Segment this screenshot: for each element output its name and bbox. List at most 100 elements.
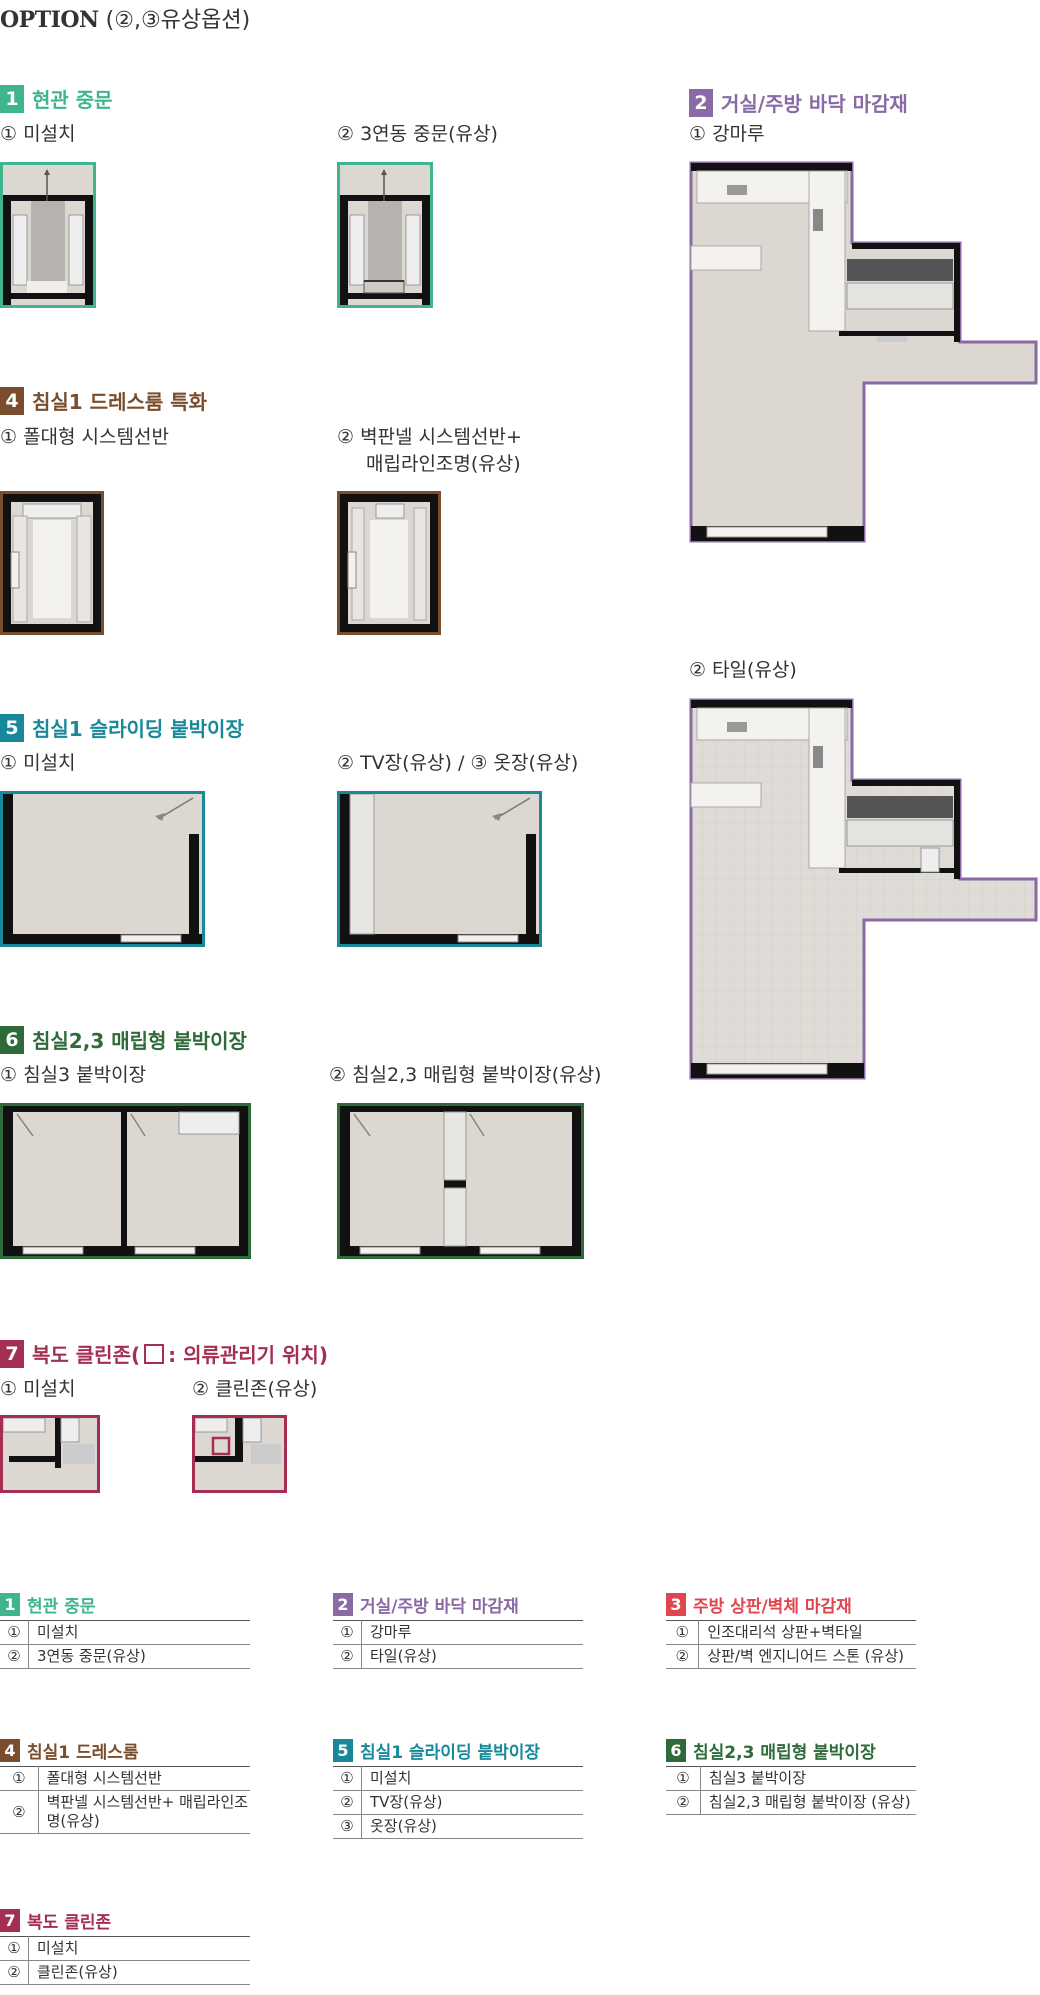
summary-6-title: 6 침실2,3 매립형 붙박이장 [666,1738,876,1763]
row-label: 타일(유상) [361,1644,583,1669]
section-number: 1 [0,84,24,113]
section-title-text: 복도 클린존( [32,1343,141,1367]
row-label: 벽판넬 시스템선반+ 매립라인조명(유상) [38,1790,250,1834]
section-title-text-2: : 의류관리기 위치) [168,1343,328,1367]
summary-title-text: 침실2,3 매립형 붙박이장 [693,1743,876,1763]
section-number: 4 [0,386,24,415]
section-number: 5 [0,713,24,742]
summary-title-text: 거실/주방 바닥 마감재 [360,1597,519,1617]
s4-option-1: ① 폴대형 시스템선반 [0,426,169,448]
s2-plan-1 [689,161,1039,543]
summary-title-text: 복도 클린존 [27,1913,112,1933]
row-label: 상판/벽 엔지니어드 스톤 (유상) [698,1644,916,1669]
summary-title-text: 주방 상판/벽체 마감재 [693,1597,852,1617]
section-7-title: 7 복도 클린존( : 의류관리기 위치) [0,1339,328,1368]
s4-plan-1 [0,491,104,635]
page-title-main: OPTION [0,7,99,33]
row-number: ② [0,1790,39,1834]
row-label: 인조대리석 상판+벽타일 [698,1620,916,1645]
section-6-title: 6 침실2,3 매립형 붙박이장 [0,1025,247,1054]
row-label: 미설치 [28,1620,250,1645]
section-4-title: 4 침실1 드레스룸 특화 [0,386,207,415]
row-number: ② [0,1960,29,1985]
row-label: 옷장(유상) [361,1814,583,1839]
s1-option-1: ① 미설치 [0,123,76,145]
s6-option-1: ① 침실3 붙박이장 [0,1064,147,1086]
row-label: 침실3 붙박이장 [700,1766,916,1791]
summary-number: 3 [666,1593,686,1616]
s2-option-2: ② 타일(유상) [689,659,797,681]
row-number: ① [333,1766,362,1791]
section-1-title: 1 현관 중문 [0,84,113,113]
s7-option-1: ① 미설치 [0,1378,76,1400]
s1-plan-2 [337,162,433,308]
section-title-text: 침실1 드레스룸 특화 [32,390,208,414]
s5-plan-1 [0,791,205,947]
row-label: 강마루 [361,1620,583,1645]
s2-option-1: ① 강마루 [689,123,765,145]
summary-number: 5 [333,1739,353,1762]
s1-plan-1 [0,162,96,308]
summary-3-title: 3 주방 상판/벽체 마감재 [666,1592,852,1617]
page-title: OPTION (②,③유상옵션) [0,2,250,34]
summary-number: 7 [0,1909,20,1932]
section-number: 7 [0,1339,24,1368]
s7-plan-1 [0,1415,100,1493]
section-title-text: 침실1 슬라이딩 붙박이장 [32,717,244,741]
square-marker-icon [144,1343,165,1364]
s5-plan-2 [337,791,542,947]
section-title-text: 현관 중문 [32,88,113,112]
row-number: ② [666,1790,701,1815]
row-number: ① [0,1620,29,1645]
summary-2-title: 2 거실/주방 바닥 마감재 [333,1592,519,1617]
s1-option-2: ② 3연동 중문(유상) [337,123,498,145]
row-number: ① [666,1620,700,1645]
row-label: 폴대형 시스템선반 [38,1766,250,1791]
section-2-title: 2 거실/주방 바닥 마감재 [689,88,908,117]
row-label: 미설치 [28,1936,250,1961]
summary-title-text: 현관 중문 [27,1597,96,1617]
s7-option-2: ② 클린존(유상) [192,1378,318,1400]
section-number: 6 [0,1025,24,1054]
section-title-text: 침실2,3 매립형 붙박이장 [32,1029,247,1053]
row-label: TV장(유상) [361,1790,583,1815]
summary-number: 4 [0,1739,20,1762]
section-5-title: 5 침실1 슬라이딩 붙박이장 [0,713,244,742]
row-number: ③ [333,1814,362,1839]
s7-plan-2 [192,1415,287,1493]
section-number: 2 [689,88,713,117]
summary-number: 6 [666,1739,686,1762]
row-label: 침실2,3 매립형 붙박이장 (유상) [700,1790,916,1815]
s5-option-2: ② TV장(유상) / ③ 옷장(유상) [337,752,579,774]
summary-title-text: 침실1 슬라이딩 붙박이장 [360,1743,541,1763]
summary-number: 2 [333,1593,353,1616]
s2-plan-2 [689,698,1039,1080]
row-number: ② [333,1790,362,1815]
row-label: 클린존(유상) [28,1960,250,1985]
row-number: ② [333,1644,362,1669]
row-label: 미설치 [361,1766,583,1791]
row-label: 3연동 중문(유상) [28,1644,250,1669]
row-number: ① [666,1766,701,1791]
